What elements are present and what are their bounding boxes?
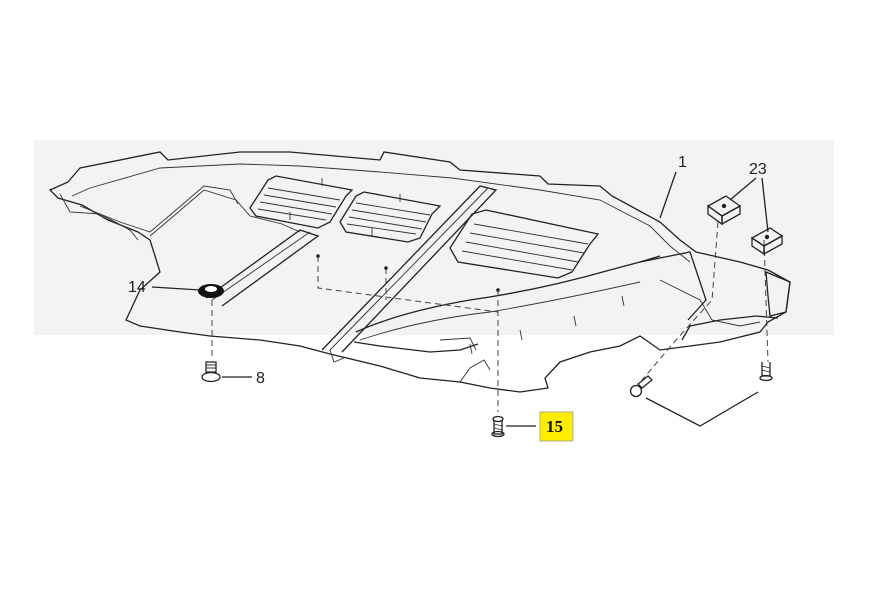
callout-8: 8	[256, 370, 265, 387]
push-clip-part-8	[201, 361, 221, 383]
callout-23: 23	[749, 161, 767, 178]
speed-nut-lower	[750, 227, 784, 256]
screw-part-15	[491, 415, 505, 438]
grommet-part-14	[198, 284, 224, 298]
vent-grille-left	[249, 175, 354, 229]
leader-lines	[151, 171, 769, 427]
fastener-holes	[316, 254, 500, 292]
vent-grille-middle	[339, 191, 442, 243]
clip-pegs	[289, 178, 401, 236]
callout-14: 14	[128, 279, 146, 296]
screw-right-angled	[629, 375, 653, 398]
screw-right-vertical	[759, 362, 773, 382]
callout-15-highlight	[539, 411, 574, 442]
callout-15: 15	[546, 417, 563, 436]
vent-grille-right	[449, 209, 600, 279]
underbody-shield-panel	[48, 151, 791, 393]
callout-1: 1	[678, 154, 687, 171]
fastener-projection-lines	[211, 221, 769, 412]
diagram-background-panel	[34, 140, 834, 335]
speed-nut-upper	[706, 195, 742, 226]
